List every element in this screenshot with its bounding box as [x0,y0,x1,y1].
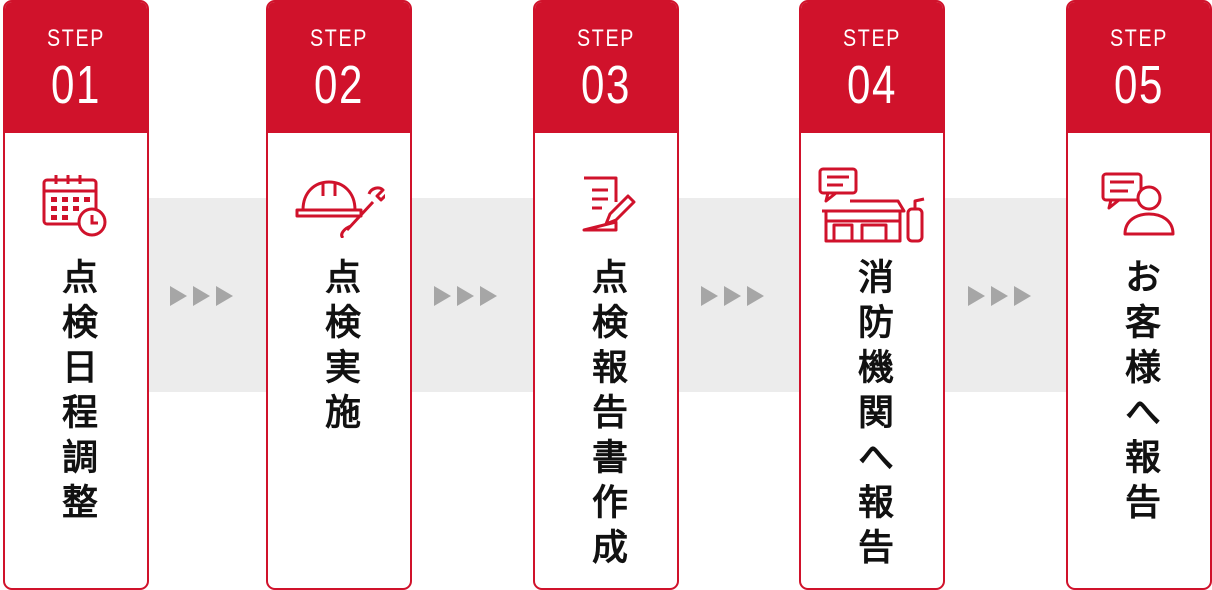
arrow-right-icon [216,286,233,306]
step-header: STEP 01 [5,2,147,133]
step-label: STEP [843,25,901,52]
step-header: STEP 02 [268,2,410,133]
step-label: STEP [47,25,105,52]
arrow-right-icon [434,286,451,306]
step-card-03: STEP 03 点検報告書作成 [533,0,679,590]
step-title: 点検実施 [319,258,360,438]
step-card-02: STEP 02 点検実施 [266,0,412,590]
calendar-clock-icon [5,167,147,242]
step-header: STEP 04 [801,2,943,133]
arrow-right-icon [1014,286,1031,306]
arrow-right-icon [724,286,741,306]
step-number: 03 [581,55,631,115]
document-pen-icon [535,167,677,242]
fire-station-chat-icon [801,167,943,242]
arrow-right-icon [457,286,474,306]
next-arrows [170,286,233,306]
next-arrows [434,286,497,306]
step-card-05: STEP 05 お客様へ報告 [1066,0,1212,590]
arrow-right-icon [701,286,718,306]
next-arrows [701,286,764,306]
step-number: 02 [314,55,364,115]
arrow-right-icon [193,286,210,306]
next-arrows [968,286,1031,306]
step-title: 消防機関へ報告 [852,258,893,573]
step-label: STEP [310,25,368,52]
arrow-right-icon [968,286,985,306]
step-card-01: STEP 01 点検日程調整 [3,0,149,590]
step-number: 04 [847,55,897,115]
step-number: 05 [1114,55,1164,115]
step-title: 点検報告書作成 [586,258,627,573]
step-title: 点検日程調整 [56,258,97,528]
step-card-04: STEP 04 消防機関へ報告 [799,0,945,590]
arrow-right-icon [747,286,764,306]
step-label: STEP [1110,25,1168,52]
arrow-right-icon [991,286,1008,306]
step-title: お客様へ報告 [1119,258,1160,528]
step-header: STEP 03 [535,2,677,133]
arrow-right-icon [480,286,497,306]
hardhat-wrench-icon [268,167,410,242]
person-chat-icon [1068,167,1210,242]
arrow-right-icon [170,286,187,306]
step-header: STEP 05 [1068,2,1210,133]
step-number: 01 [51,55,101,115]
step-label: STEP [577,25,635,52]
